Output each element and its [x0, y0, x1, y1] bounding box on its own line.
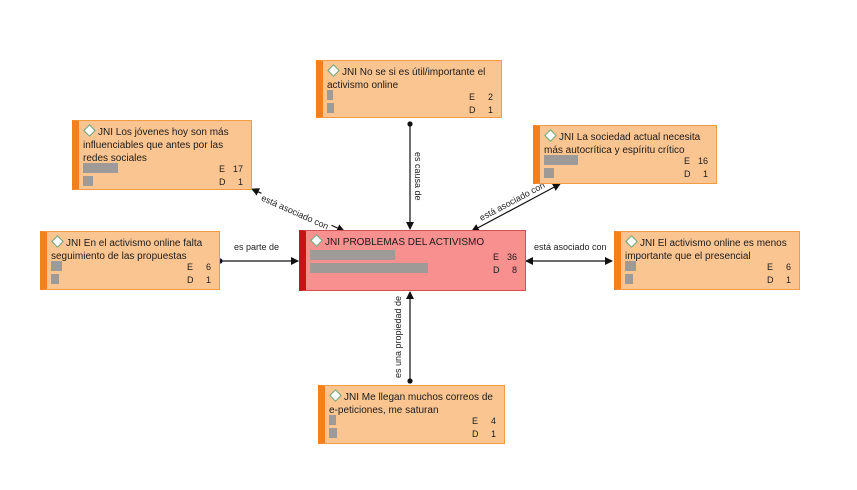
relation-label-bottom: es una propiedad de — [393, 293, 403, 380]
code-diamond-icon — [51, 235, 64, 248]
node-title: JNI No se si es útil/importante el activ… — [327, 64, 497, 92]
groundedness-bar — [544, 155, 578, 165]
node-title: JNI Me llegan muchos correos de e-petici… — [329, 389, 500, 417]
node-bottom[interactable]: JNI Me llegan muchos correos de e-petici… — [318, 385, 505, 444]
code-diamond-icon — [329, 389, 342, 402]
node-left[interactable]: JNI En el activismo online falta seguimi… — [40, 231, 220, 290]
code-diamond-icon — [83, 124, 96, 137]
node-title: JNI El activismo online es menos importa… — [625, 235, 795, 263]
node-prefix: JNI — [325, 237, 340, 248]
relation-label-left: es parte de — [232, 242, 282, 252]
code-diamond-icon — [310, 234, 323, 247]
groundedness-bar — [51, 261, 62, 271]
density-bar — [329, 428, 337, 438]
node-right[interactable]: JNI El activismo online es menos importa… — [614, 231, 800, 290]
node-title: JNI Los jóvenes hoy son más influenciabl… — [83, 124, 247, 165]
groundedness-bar — [310, 250, 395, 260]
node-top[interactable]: JNI No se si es útil/importante el activ… — [316, 60, 502, 118]
groundedness-bar — [625, 261, 636, 271]
density-bar — [625, 274, 633, 284]
density-bar — [83, 176, 93, 186]
density-bar — [310, 263, 428, 273]
node-title: JNI La sociedad actual necesita más auto… — [544, 129, 712, 157]
density-bar — [327, 103, 334, 113]
density-bar — [51, 274, 59, 284]
groundedness-bar — [329, 415, 336, 425]
code-diamond-icon — [327, 64, 340, 77]
node-title: JNI En el activismo online falta seguimi… — [51, 235, 215, 263]
node-upper-right[interactable]: JNI La sociedad actual necesita más auto… — [533, 125, 717, 184]
relation-label-right: está asociado con — [532, 242, 609, 252]
node-upper-left[interactable]: JNI Los jóvenes hoy son más influenciabl… — [72, 120, 252, 190]
code-diamond-icon — [625, 235, 638, 248]
groundedness-bar — [327, 90, 333, 100]
code-diamond-icon — [544, 129, 557, 142]
link-upperright-central — [471, 183, 561, 232]
node-central[interactable]: JNI PROBLEMAS DEL ACTIVISMO ONLINE E36 D… — [299, 230, 526, 291]
relation-label-top: es causa de — [413, 150, 423, 203]
density-bar — [544, 168, 554, 178]
groundedness-bar — [83, 163, 118, 173]
